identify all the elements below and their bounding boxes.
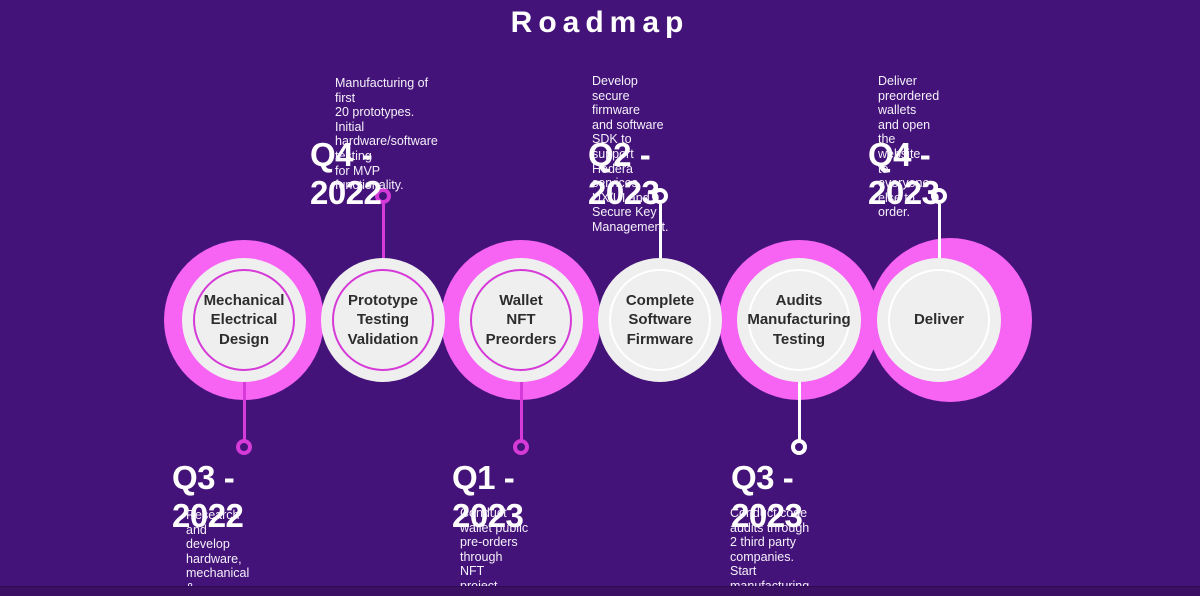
node-label: Mechanical Electrical Design [203, 291, 285, 348]
footer-strip [0, 586, 1200, 596]
quarter-label: Q2 - 2023 [588, 136, 660, 211]
node-label: Prototype Testing Validation [347, 291, 419, 348]
milestone-node: Deliver [877, 258, 1001, 382]
quarter-description: Deliver preordered wallets and open the … [878, 74, 940, 220]
node-label: Audits Manufacturing Testing [747, 291, 851, 348]
connector-endpoint-ring [513, 439, 529, 455]
quarter-description: Research and develop hardware, mechanica… [186, 508, 250, 596]
milestone-node: Mechanical Electrical Design [182, 258, 306, 382]
quarter-description: Conduct wallet public pre-orders through… [460, 506, 529, 596]
node-inner-ring [748, 269, 850, 371]
connector-endpoint-ring [791, 439, 807, 455]
milestone-node: Wallet NFT Preorders [459, 258, 583, 382]
quarter-description: Develop secure firmware and software SDK… [592, 74, 669, 234]
node-inner-ring [332, 269, 434, 371]
connector-endpoint-ring [931, 188, 947, 204]
node-inner-ring [609, 269, 711, 371]
milestone-node: Complete Software Firmware [598, 258, 722, 382]
node-inner-ring [193, 269, 295, 371]
page-title: Roadmap [510, 6, 690, 39]
quarter-description: Conduct code audits through 2 third part… [730, 506, 810, 596]
node-label: Wallet NFT Preorders [485, 291, 557, 348]
node-label: Deliver [913, 311, 965, 329]
connector-endpoint-ring [236, 439, 252, 455]
node-inner-ring [888, 269, 990, 371]
node-label: Complete Software Firmware [625, 291, 695, 348]
quarter-label: Q4 - 2022 [310, 136, 382, 211]
quarter-label: Q3 - 2023 [731, 459, 803, 534]
quarter-label: Q4 - 2023 [868, 136, 940, 211]
quarter-description: Manufacturing of first 20 prototypes. In… [335, 76, 438, 193]
connector-endpoint-ring [652, 188, 668, 204]
node-inner-ring [470, 269, 572, 371]
quarter-label: Q1 - 2023 [452, 459, 524, 534]
milestone-node: Audits Manufacturing Testing [737, 258, 861, 382]
connector-endpoint-ring [375, 188, 391, 204]
quarter-label: Q3 - 2022 [172, 459, 244, 534]
milestone-node: Prototype Testing Validation [321, 258, 445, 382]
